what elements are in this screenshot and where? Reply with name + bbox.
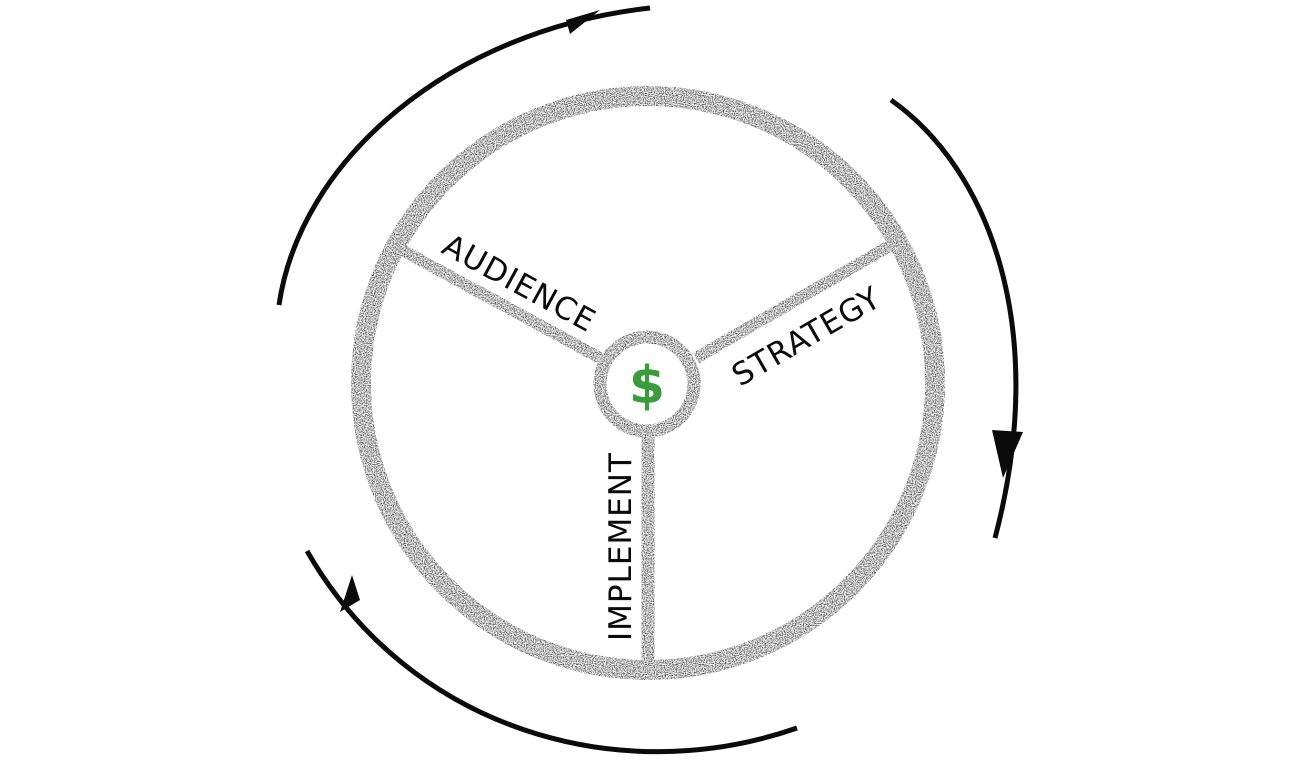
wheel	[351, 86, 945, 680]
cycle-arrowhead-bottom	[340, 575, 360, 612]
outer-cycle-arrows	[276, 5, 1023, 755]
cycle-arrowhead-right	[992, 430, 1023, 478]
implement-label: IMPLEMENT	[603, 452, 639, 641]
wheel-rim	[351, 86, 945, 680]
cycle-arrow-right	[889, 97, 1019, 539]
dollar-sign-icon: $	[629, 356, 665, 416]
spoke-audience	[399, 244, 603, 364]
cycle-arrowhead-top	[566, 10, 600, 34]
hub-ring	[593, 330, 701, 438]
spoke-strategy	[692, 238, 897, 364]
cycle-arrow-bottom	[304, 549, 798, 755]
